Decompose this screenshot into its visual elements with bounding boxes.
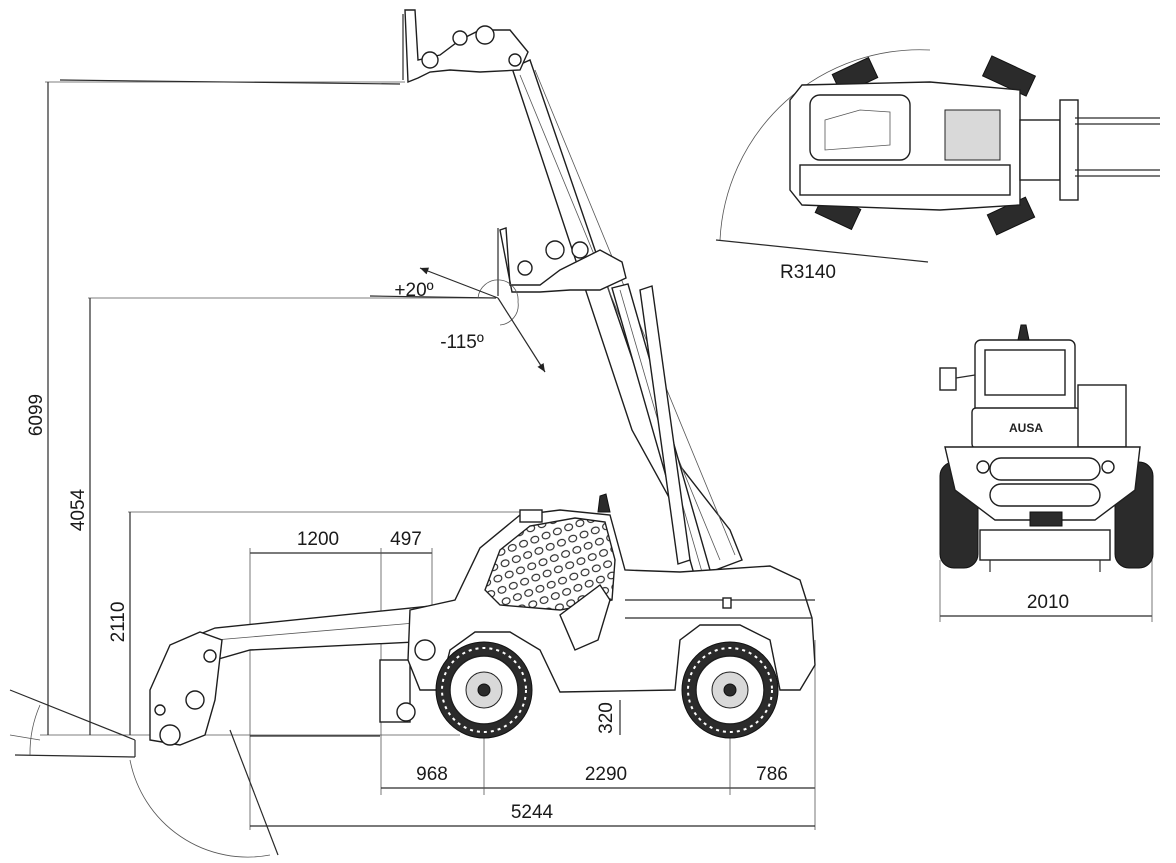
top-view: R3140 bbox=[715, 49, 1160, 283]
front-wheel bbox=[435, 641, 533, 739]
front-view: 2010 AUSA bbox=[939, 324, 1154, 622]
side-view: 6099 4054 2110 320 1200 497 968 2290 786… bbox=[9, 9, 816, 858]
boom-raised-mid bbox=[369, 227, 711, 575]
dim-carriage-offset: 497 bbox=[390, 529, 422, 550]
angle-tilt-up: +20º bbox=[394, 280, 433, 301]
chassis bbox=[407, 493, 816, 693]
dim-front-reach: 1200 bbox=[297, 529, 339, 550]
dim-mid-lift-height: 4054 bbox=[68, 488, 89, 531]
dim-turning-radius: R3140 bbox=[780, 262, 836, 283]
cab-guard-mesh bbox=[484, 517, 616, 611]
dim-cab-height: 2110 bbox=[108, 602, 129, 643]
dim-front-overhang: 968 bbox=[416, 764, 448, 785]
brand-badge: AUSA bbox=[1009, 421, 1043, 435]
dim-overall-length: 5244 bbox=[511, 802, 554, 823]
rear-wheel bbox=[681, 641, 779, 739]
dim-wheelbase: 2290 bbox=[585, 764, 627, 785]
dim-max-lift-height: 6099 bbox=[26, 394, 47, 436]
dim-ground-clearance: 320 bbox=[596, 702, 617, 734]
dim-rear-overhang: 786 bbox=[756, 764, 788, 785]
dim-overall-width: 2010 bbox=[1027, 592, 1069, 613]
angle-tilt-down: -115º bbox=[440, 332, 484, 353]
boom-lowered bbox=[9, 603, 457, 858]
tilt-indicator: +20º -115º bbox=[394, 267, 546, 373]
boom-raised-full bbox=[59, 9, 743, 573]
